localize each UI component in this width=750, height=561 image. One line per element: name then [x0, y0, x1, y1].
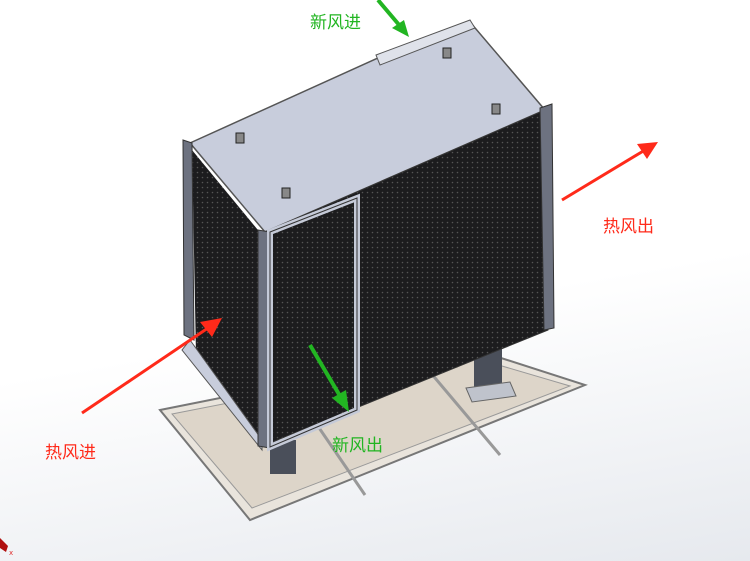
fresh-air-out-arrow — [308, 343, 342, 398]
label-hot-air-in: 热风进 — [45, 443, 96, 463]
hot-air-out-arrow — [561, 148, 646, 202]
arrows — [81, 0, 658, 415]
label-fresh-air-out: 新风出 — [332, 436, 383, 456]
fresh-air-in-arrow — [376, 0, 402, 28]
label-fresh-air-in: 新风进 — [310, 13, 361, 33]
top-inlet-flange — [375, 19, 476, 66]
top-panel — [188, 21, 547, 233]
right-flange — [539, 103, 555, 331]
label-hot-air-out: 热风出 — [603, 217, 654, 237]
svg-text:x: x — [9, 549, 13, 557]
left-bottom-panel — [181, 339, 263, 452]
axis-triad-icon: x — [0, 538, 13, 557]
left-flange — [182, 139, 195, 341]
lifting-lugs — [235, 47, 501, 199]
hot-air-in-arrow — [81, 326, 209, 415]
